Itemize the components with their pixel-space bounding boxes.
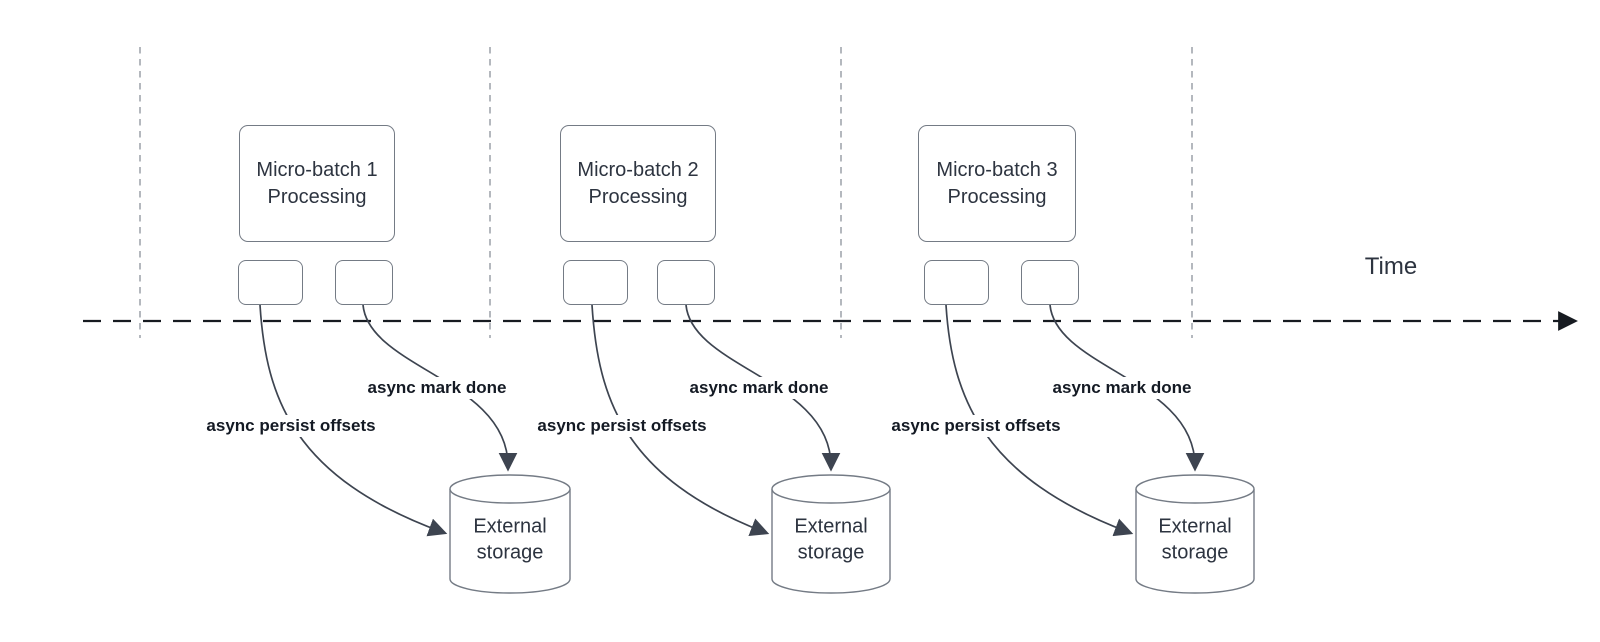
- persist-offsets-task-box-2: [563, 260, 628, 305]
- micro-batch-2-processing-box: Micro-batch 2 Processing: [560, 125, 716, 242]
- mark-done-arrow-3: [1049, 304, 1205, 472]
- mark-done-label-3: async mark done: [1049, 377, 1195, 399]
- external-storage-label-2: External storage: [794, 515, 868, 564]
- external-storage-cylinder-1: [449, 474, 571, 594]
- persist-offsets-label-2: async persist offsets: [534, 415, 710, 437]
- mark-done-label-1: async mark done: [364, 377, 510, 399]
- mark-done-arrow-2: [685, 304, 841, 472]
- external-storage-label-3: External storage: [1158, 515, 1232, 564]
- external-storage-label-1: External storage: [473, 515, 547, 564]
- mark-done-task-box-2: [657, 260, 715, 305]
- persist-offsets-task-box-3: [924, 260, 989, 305]
- mark-done-task-box-3: [1021, 260, 1079, 305]
- external-storage-cylinder-3: [1135, 474, 1255, 594]
- persist-offsets-label-1: async persist offsets: [203, 415, 379, 437]
- micro-batch-1-processing-box: Micro-batch 1 Processing: [239, 125, 395, 242]
- external-storage-cylinder-2: [771, 474, 891, 594]
- mark-done-label-2: async mark done: [686, 377, 832, 399]
- persist-offsets-task-box-1: [238, 260, 303, 305]
- persist-offsets-label-3: async persist offsets: [888, 415, 1064, 437]
- mark-done-task-box-1: [335, 260, 393, 305]
- micro-batch-3-processing-box: Micro-batch 3 Processing: [918, 125, 1076, 242]
- time-axis-label: Time: [1364, 253, 1418, 280]
- mark-done-arrow-1: [362, 304, 518, 472]
